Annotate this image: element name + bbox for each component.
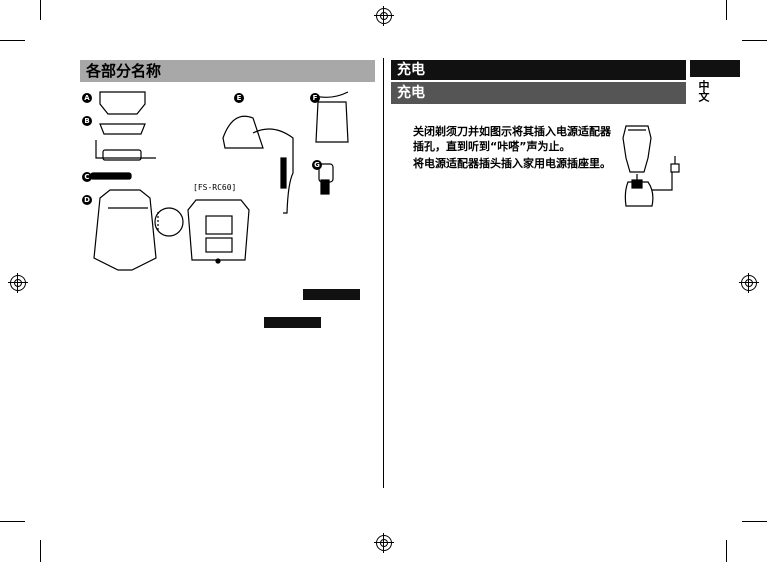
crop-mark — [742, 40, 767, 41]
crop-mark — [0, 521, 25, 522]
registration-mark-icon — [8, 273, 28, 293]
crop-mark — [40, 540, 41, 562]
part-badge-b: B — [82, 116, 92, 126]
section-title-black: 充电 — [391, 60, 686, 80]
part-badge-d: D — [82, 195, 92, 205]
instruction-steps: 关闭剃须刀并如图示将其插入电源适配器插孔，直到听到“咔嗒”声为止。 将电源适配器… — [413, 124, 618, 173]
crop-mark — [0, 40, 25, 41]
highlight-bar — [264, 317, 321, 328]
part-badge-e: E — [234, 93, 244, 103]
part-badge-g: G — [312, 160, 322, 170]
crop-mark — [40, 0, 41, 20]
crop-mark — [726, 0, 727, 20]
registration-mark-icon — [739, 273, 759, 293]
model-label: [FS-RC60] — [193, 183, 237, 192]
section-title-grey: 充电 — [391, 82, 686, 104]
charging-diagram — [622, 125, 680, 207]
registration-mark-icon — [374, 533, 394, 553]
crop-mark — [742, 521, 767, 522]
part-badge-c: C — [82, 172, 92, 182]
step-2: 将电源适配器插头插入家用电源插座里。 — [413, 157, 611, 170]
step-1: 关闭剃须刀并如图示将其插入电源适配器插孔，直到听到“咔嗒”声为止。 — [413, 125, 611, 153]
language-label: 中文 — [697, 80, 710, 102]
column-divider — [383, 58, 384, 488]
crop-mark — [726, 540, 727, 562]
part-badge-a: A — [82, 93, 92, 103]
language-tab — [690, 60, 740, 77]
part-badge-f: F — [310, 93, 320, 103]
highlight-bar — [303, 289, 360, 300]
section-title: 各部分名称 — [80, 60, 375, 82]
registration-mark-icon — [374, 6, 394, 26]
